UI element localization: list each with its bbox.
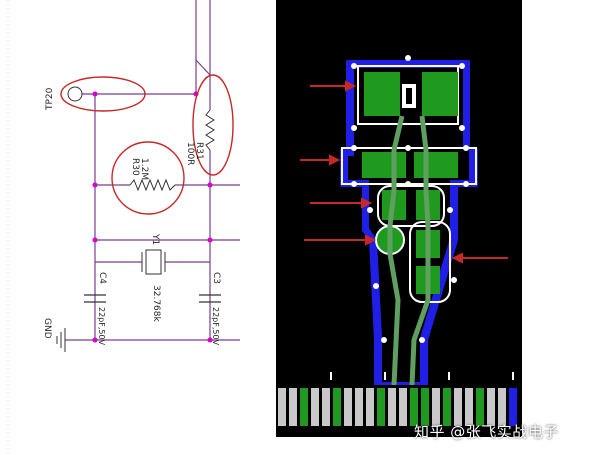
connector-finger <box>465 388 473 426</box>
y1-value-label: 32.768k <box>151 285 161 322</box>
pcb-panel <box>276 0 592 455</box>
r31-ref-label: R31 <box>194 142 204 160</box>
c4-value-label: 22pF,50V <box>97 307 106 346</box>
r30-resistor <box>129 178 176 192</box>
connector-finger <box>322 388 330 426</box>
connector-finger <box>311 388 319 426</box>
connector-finger <box>432 388 440 426</box>
connector-finger <box>498 388 506 426</box>
vias <box>351 55 469 343</box>
marker-arrows <box>300 80 508 264</box>
gnd-label: GND <box>42 318 52 339</box>
edge-connector <box>276 385 522 429</box>
connector-finger <box>289 388 297 426</box>
y1-ref-label: Y1 <box>150 233 160 245</box>
r31-value-label: 100R <box>185 142 195 165</box>
connector-finger <box>333 388 341 426</box>
c3-value-label: 22pF,50V <box>211 307 220 346</box>
connector-finger <box>344 388 352 426</box>
r30-ref-label: R30 <box>130 158 140 176</box>
highlight-ellipses <box>60 74 234 215</box>
connector-finger <box>399 388 407 426</box>
tp20-testpoint <box>67 86 83 102</box>
connector-finger <box>410 388 418 426</box>
schematic-canvas: TP20 R31 100R R30 1.2M Y1 32.768k C4 22p… <box>7 0 240 455</box>
connector-finger <box>476 388 484 426</box>
connector-finger <box>388 388 396 426</box>
pcb-canvas <box>276 0 522 437</box>
gnd-symbol <box>56 328 66 352</box>
c3-ref-label: C3 <box>211 272 221 284</box>
r30-value-label: 1.2M <box>139 158 149 180</box>
connector-finger <box>454 388 462 426</box>
junction-nodes <box>92 91 213 343</box>
connector-finger <box>443 388 451 426</box>
traces <box>387 115 431 386</box>
connector-finger <box>487 388 495 426</box>
schematic-wires <box>65 0 240 341</box>
connector-finger <box>421 388 429 426</box>
r31-resistor <box>205 109 215 151</box>
connector-finger <box>300 388 308 426</box>
connector-finger <box>366 388 374 426</box>
connector-finger <box>355 388 363 426</box>
watermark: 知乎 @张飞实战电子 <box>414 423 559 441</box>
connector-finger <box>278 388 286 426</box>
crystal-mark <box>406 88 412 104</box>
c4-capacitor <box>84 294 106 303</box>
tp20-label: TP20 <box>45 87 55 111</box>
connector-ticks <box>330 372 514 380</box>
c3-capacitor <box>199 294 221 303</box>
connector-finger <box>377 388 385 426</box>
c4-ref-label: C4 <box>97 272 107 284</box>
y1-crystal <box>141 249 166 275</box>
connector-finger <box>509 388 517 426</box>
schematic-panel: TP20 R31 100R R30 1.2M Y1 32.768k C4 22p… <box>0 0 276 455</box>
